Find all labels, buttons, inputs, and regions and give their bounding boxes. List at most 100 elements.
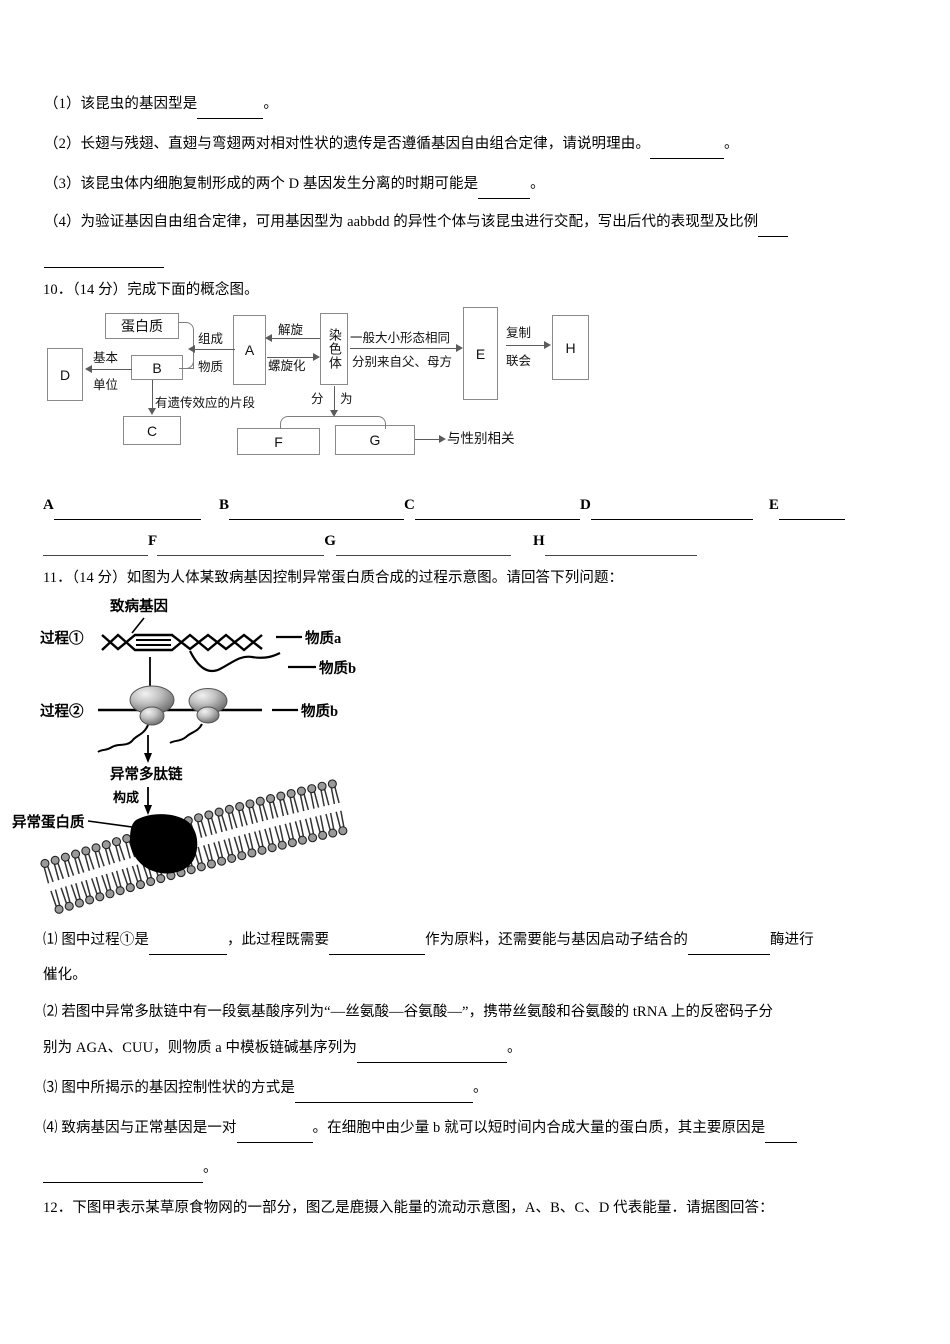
phospholipid-head (186, 865, 196, 875)
concept-box-G: G (335, 425, 415, 455)
answer-blank-D[interactable] (590, 496, 753, 520)
answer-label-C: C (404, 497, 415, 513)
phospholipid-head (122, 834, 132, 844)
concept-label-compose-1: 组成 (198, 332, 224, 346)
concept-box-D: D (47, 348, 83, 401)
answer-label-G: G (324, 533, 337, 549)
q11-sub1-text-b: ，此过程既需要 (226, 932, 330, 948)
concept-arrowhead-left (85, 365, 92, 373)
answer-blank-E[interactable] (779, 496, 846, 520)
q11-sub1-text-a: ⑴ 图中过程①是 (43, 932, 149, 948)
phospholipid-head (81, 846, 91, 856)
answer-blank[interactable] (649, 136, 724, 159)
answer-blank-A[interactable] (53, 496, 201, 520)
concept-edge-e-to-h (506, 345, 548, 347)
gene-label-substance-b-top: 物质b (319, 661, 357, 677)
q11-stem: 如图为人体某致病基因控制异常蛋白质合成的过程示意图。请回答下列问题： (126, 570, 624, 586)
answer-blank[interactable] (236, 1120, 313, 1143)
answer-blank[interactable] (765, 1120, 798, 1143)
concept-label-divided-1: 分 (311, 392, 324, 406)
answer-blank[interactable] (478, 176, 531, 199)
phospholipid-head (257, 845, 267, 855)
concept-label-synapsis: 联会 (506, 354, 532, 368)
phospholipid-head (115, 886, 125, 896)
q9-part2: （2）长翅与残翅、直翅与弯翅两对相对性状的遗传是否遵循基因自由组合定律，请说明理… (44, 134, 739, 159)
phospholipid-head (317, 781, 327, 791)
concept-split-brace-right (335, 416, 386, 429)
q11-sub4-text-b: 。在细胞中由少量 b 就可以短时间内合成大量的蛋白质，其主要原因是 (312, 1120, 766, 1136)
gene-label-substance-b-mid: 物质b (301, 704, 339, 720)
concept-label-unwind: 解旋 (278, 323, 304, 337)
q11-sub4-line1: ⑷ 致病基因与正常基因是一对 。在细胞中由少量 b 就可以短时间内合成大量的蛋白… (43, 1118, 798, 1143)
concept-edge-a-to-junction (195, 349, 235, 351)
answer-blank[interactable] (356, 1040, 507, 1063)
phospholipid-head (111, 837, 122, 847)
phospholipid-head (327, 779, 337, 789)
q11-score: （14 分） (71, 570, 127, 586)
phospholipid-head (297, 835, 308, 845)
q9-part1-period: 。 (263, 96, 278, 112)
concept-label-compose-2: 物质 (198, 360, 224, 374)
answer-blank[interactable] (197, 96, 264, 119)
q9-part1: （1）该昆虫的基因型是 。 (44, 94, 278, 119)
phospholipid-head (135, 880, 146, 890)
answer-label-E: E (768, 497, 780, 513)
answer-blank[interactable] (43, 1160, 203, 1183)
phospholipid-head (296, 786, 306, 796)
answer-blank-G[interactable] (336, 532, 512, 556)
answer-blank[interactable] (329, 932, 426, 955)
abnormal-protein-pointer (87, 820, 133, 828)
gene-label-abnormal-protein: 异常蛋白质 (12, 815, 85, 831)
q11-sub4-text-a: ⑷ 致病基因与正常基因是一对 (43, 1120, 237, 1136)
abnormal-protein-blob (130, 814, 198, 874)
phospholipid-head (40, 858, 50, 868)
gene-label-disease-gene: 致病基因 (110, 599, 168, 615)
answer-blank[interactable] (148, 932, 227, 955)
concept-arrowhead-right (456, 344, 463, 352)
q11-sub1-line1: ⑴ 图中过程①是 ，此过程既需要 作为原料，还需要能与基因启动子结合的 酶进行 (43, 930, 814, 955)
gene-expression-diagram: 致病基因 (12, 595, 460, 915)
polypeptide-chain-1 (97, 724, 149, 753)
concept-label-same-size: 一般大小形态相同 (350, 331, 451, 345)
concept-arrowhead-left (265, 334, 272, 342)
phospholipid-head (277, 840, 287, 850)
answer-blank[interactable] (294, 1080, 473, 1103)
gene-label-substance-a: 物质a (305, 631, 342, 647)
gene-label-abnormal-peptide: 异常多肽链 (110, 767, 183, 783)
answer-blank[interactable] (44, 245, 164, 268)
gene-label-process-1: 过程① (40, 631, 84, 647)
concept-box-H: H (552, 315, 589, 380)
concept-edge-a-to-chrom (267, 357, 315, 359)
phospholipid-head (214, 807, 224, 817)
q9-part4-cont (44, 243, 164, 268)
concept-arrowhead-right (313, 353, 320, 361)
answer-blank-B[interactable] (229, 496, 405, 520)
q11-sub2-line2: 别为 AGA、CUU，则物质 a 中模板链碱基序列为 。 (43, 1038, 522, 1063)
answer-blank-cont[interactable] (43, 532, 148, 556)
q12-stem: 下图甲表示某草原食物网的一部分，图乙是鹿摄入能量的流动示意图，A、B、C、D 代… (72, 1200, 774, 1216)
concept-brace-bottom (183, 352, 194, 369)
answer-label-H: H (533, 533, 545, 549)
phospholipid-head (156, 873, 166, 884)
answer-blank-H[interactable] (544, 532, 697, 556)
answer-blank-F[interactable] (157, 532, 325, 556)
phospholipid-head (206, 859, 217, 869)
concept-label-divided-2: 为 (340, 392, 353, 406)
process-arrow-head-2 (144, 753, 152, 763)
answer-blank[interactable] (758, 214, 789, 237)
phospholipid-head (74, 898, 84, 908)
concept-diagram: 蛋白质 D B C A 染色体 E H F G (40, 300, 660, 470)
q9-part1-text: （1）该昆虫的基因型是 (44, 96, 198, 112)
answer-blank-C[interactable] (414, 496, 580, 520)
gene-label-process-2: 过程② (40, 704, 84, 720)
phospholipid-head (255, 796, 265, 806)
phospholipid-head (308, 833, 318, 843)
q10-score: （14 分） (72, 282, 128, 298)
answer-blank[interactable] (687, 932, 770, 955)
concept-label-sex-related: 与性别相关 (447, 431, 515, 446)
q9-part2-text: （2）长翅与残翅、直翅与弯翅两对相对性状的遗传是否遵循基因自由组合定律，请说明理… (44, 136, 650, 152)
q10-stem: 完成下面的概念图。 (127, 282, 259, 298)
phospholipid-head (276, 791, 286, 801)
concept-arrowhead-right (544, 341, 551, 349)
